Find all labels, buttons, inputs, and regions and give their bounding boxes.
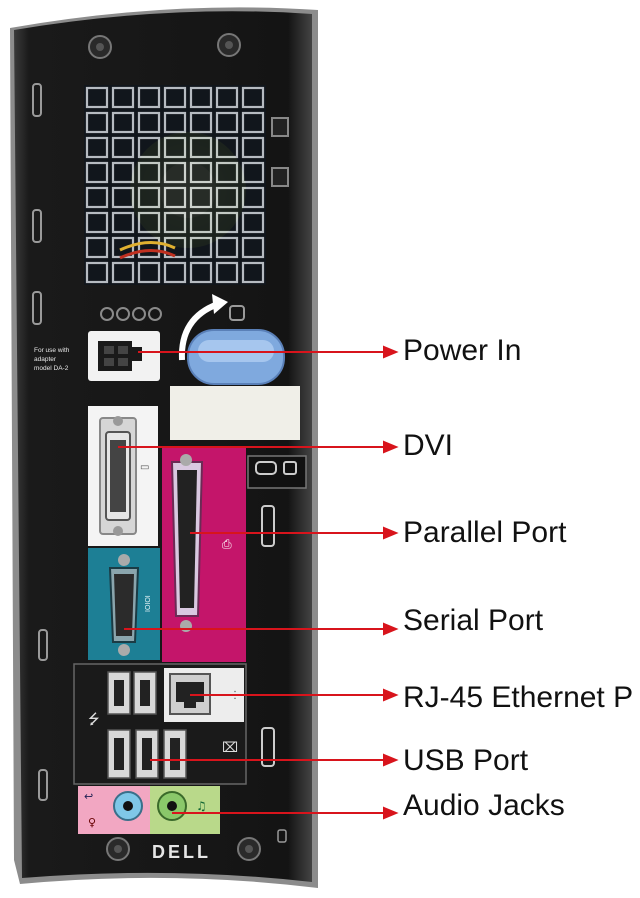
monitor-icon: ▭ <box>140 462 149 473</box>
blank-bracket <box>170 386 300 440</box>
callout-lines <box>118 345 399 820</box>
security-cable-slot[interactable] <box>247 455 307 547</box>
psu-label-line: For use with <box>34 347 70 354</box>
usb-port[interactable] <box>135 729 159 779</box>
usb-port[interactable] <box>107 671 131 715</box>
screw-icon <box>88 33 261 861</box>
fan-vent <box>84 85 266 285</box>
microphone-icon: ♀ <box>88 816 96 829</box>
dell-logo: DELL <box>152 842 211 862</box>
usb-icon: ⭍ <box>88 712 100 728</box>
dvi-label: DVI <box>403 429 454 462</box>
parallel-port-label: Parallel Port <box>403 516 567 549</box>
rj45-ethernet-label: RJ-45 Ethernet P <box>403 681 634 714</box>
printer-icon: ⎙ <box>222 537 232 551</box>
headphone-icon: ♫ <box>196 799 207 813</box>
serial-port[interactable] <box>88 548 160 660</box>
dvi-port[interactable] <box>88 406 158 546</box>
audio-jacks[interactable] <box>78 786 220 834</box>
diagnostic-lights <box>100 307 162 321</box>
power-in-label: Power In <box>403 334 522 367</box>
vent-slot <box>261 727 275 767</box>
keyboard-mouse-icon: ⌧ <box>222 740 238 756</box>
svg-text:DELL: DELL <box>152 842 211 862</box>
parallel-port[interactable] <box>162 446 246 662</box>
usb-port[interactable] <box>107 729 131 779</box>
padlock-loop-icon <box>229 305 245 321</box>
usb-port[interactable] <box>133 671 157 715</box>
small-slot <box>277 829 287 843</box>
audio-jacks-label: Audio Jacks <box>403 789 565 822</box>
power-in-connector[interactable] <box>88 331 160 381</box>
serial-label: IOIOI <box>145 595 152 612</box>
psu-label-line: model DA-2 <box>34 365 69 372</box>
line-in-icon: ↩ <box>84 790 93 803</box>
usb-port[interactable] <box>163 729 187 779</box>
vent-side-bracket <box>271 117 289 187</box>
psu-label-line: adapter <box>34 356 57 363</box>
serial-port-label: Serial Port <box>403 604 544 637</box>
power-adapter-label: For use with adapter model DA-2 <box>34 347 70 372</box>
usb-port-label: USB Port <box>403 744 529 777</box>
cover-release-latch[interactable] <box>187 329 285 385</box>
side-vent-slots <box>32 83 48 801</box>
